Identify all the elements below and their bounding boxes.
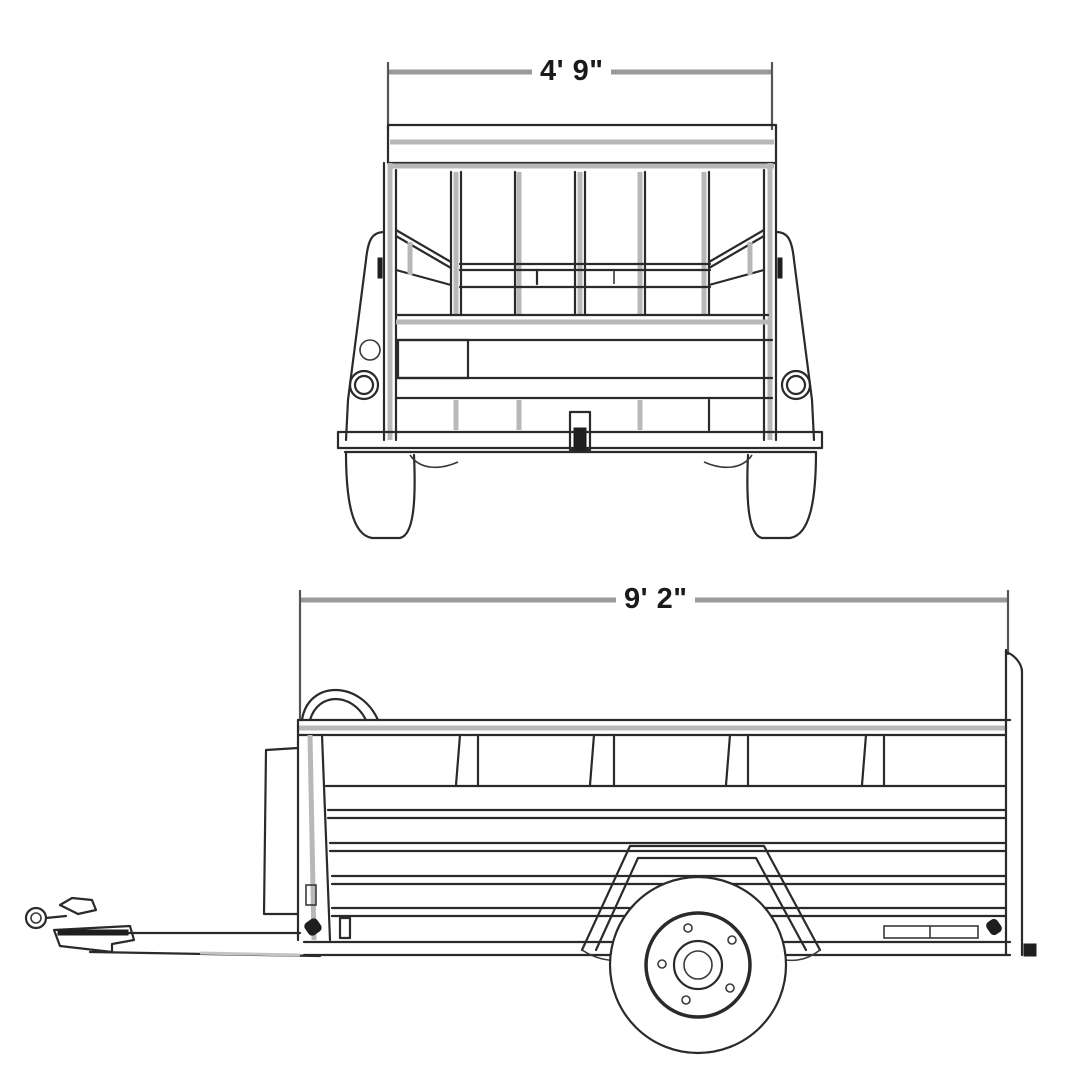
left-tail-light [348,369,380,401]
left-tire [344,450,416,540]
length-dimension-label: 9' 2" [616,584,696,614]
left-fender [344,230,386,442]
front-handle [300,688,380,722]
side-view [24,590,1037,1055]
top-rail [386,123,778,165]
stake-pockets [454,733,886,787]
rear-bumper-end [1023,943,1037,957]
gate-bars [449,170,711,317]
tire [608,875,788,1055]
side-fender [580,844,822,952]
license-plate-area [396,338,470,380]
wheel [608,875,788,1055]
rear-marker-light [986,918,1002,936]
rear-view [336,62,824,540]
hub [672,939,724,991]
front-reflector [338,916,352,940]
right-fender [774,230,816,442]
right-tire [746,450,818,540]
front-box [262,746,300,916]
right-tail-light [780,369,812,401]
tongue [88,931,322,958]
hitch-coupler [24,896,136,954]
front-marker-light [304,918,322,936]
width-dimension-label: 4' 9" [532,56,612,86]
